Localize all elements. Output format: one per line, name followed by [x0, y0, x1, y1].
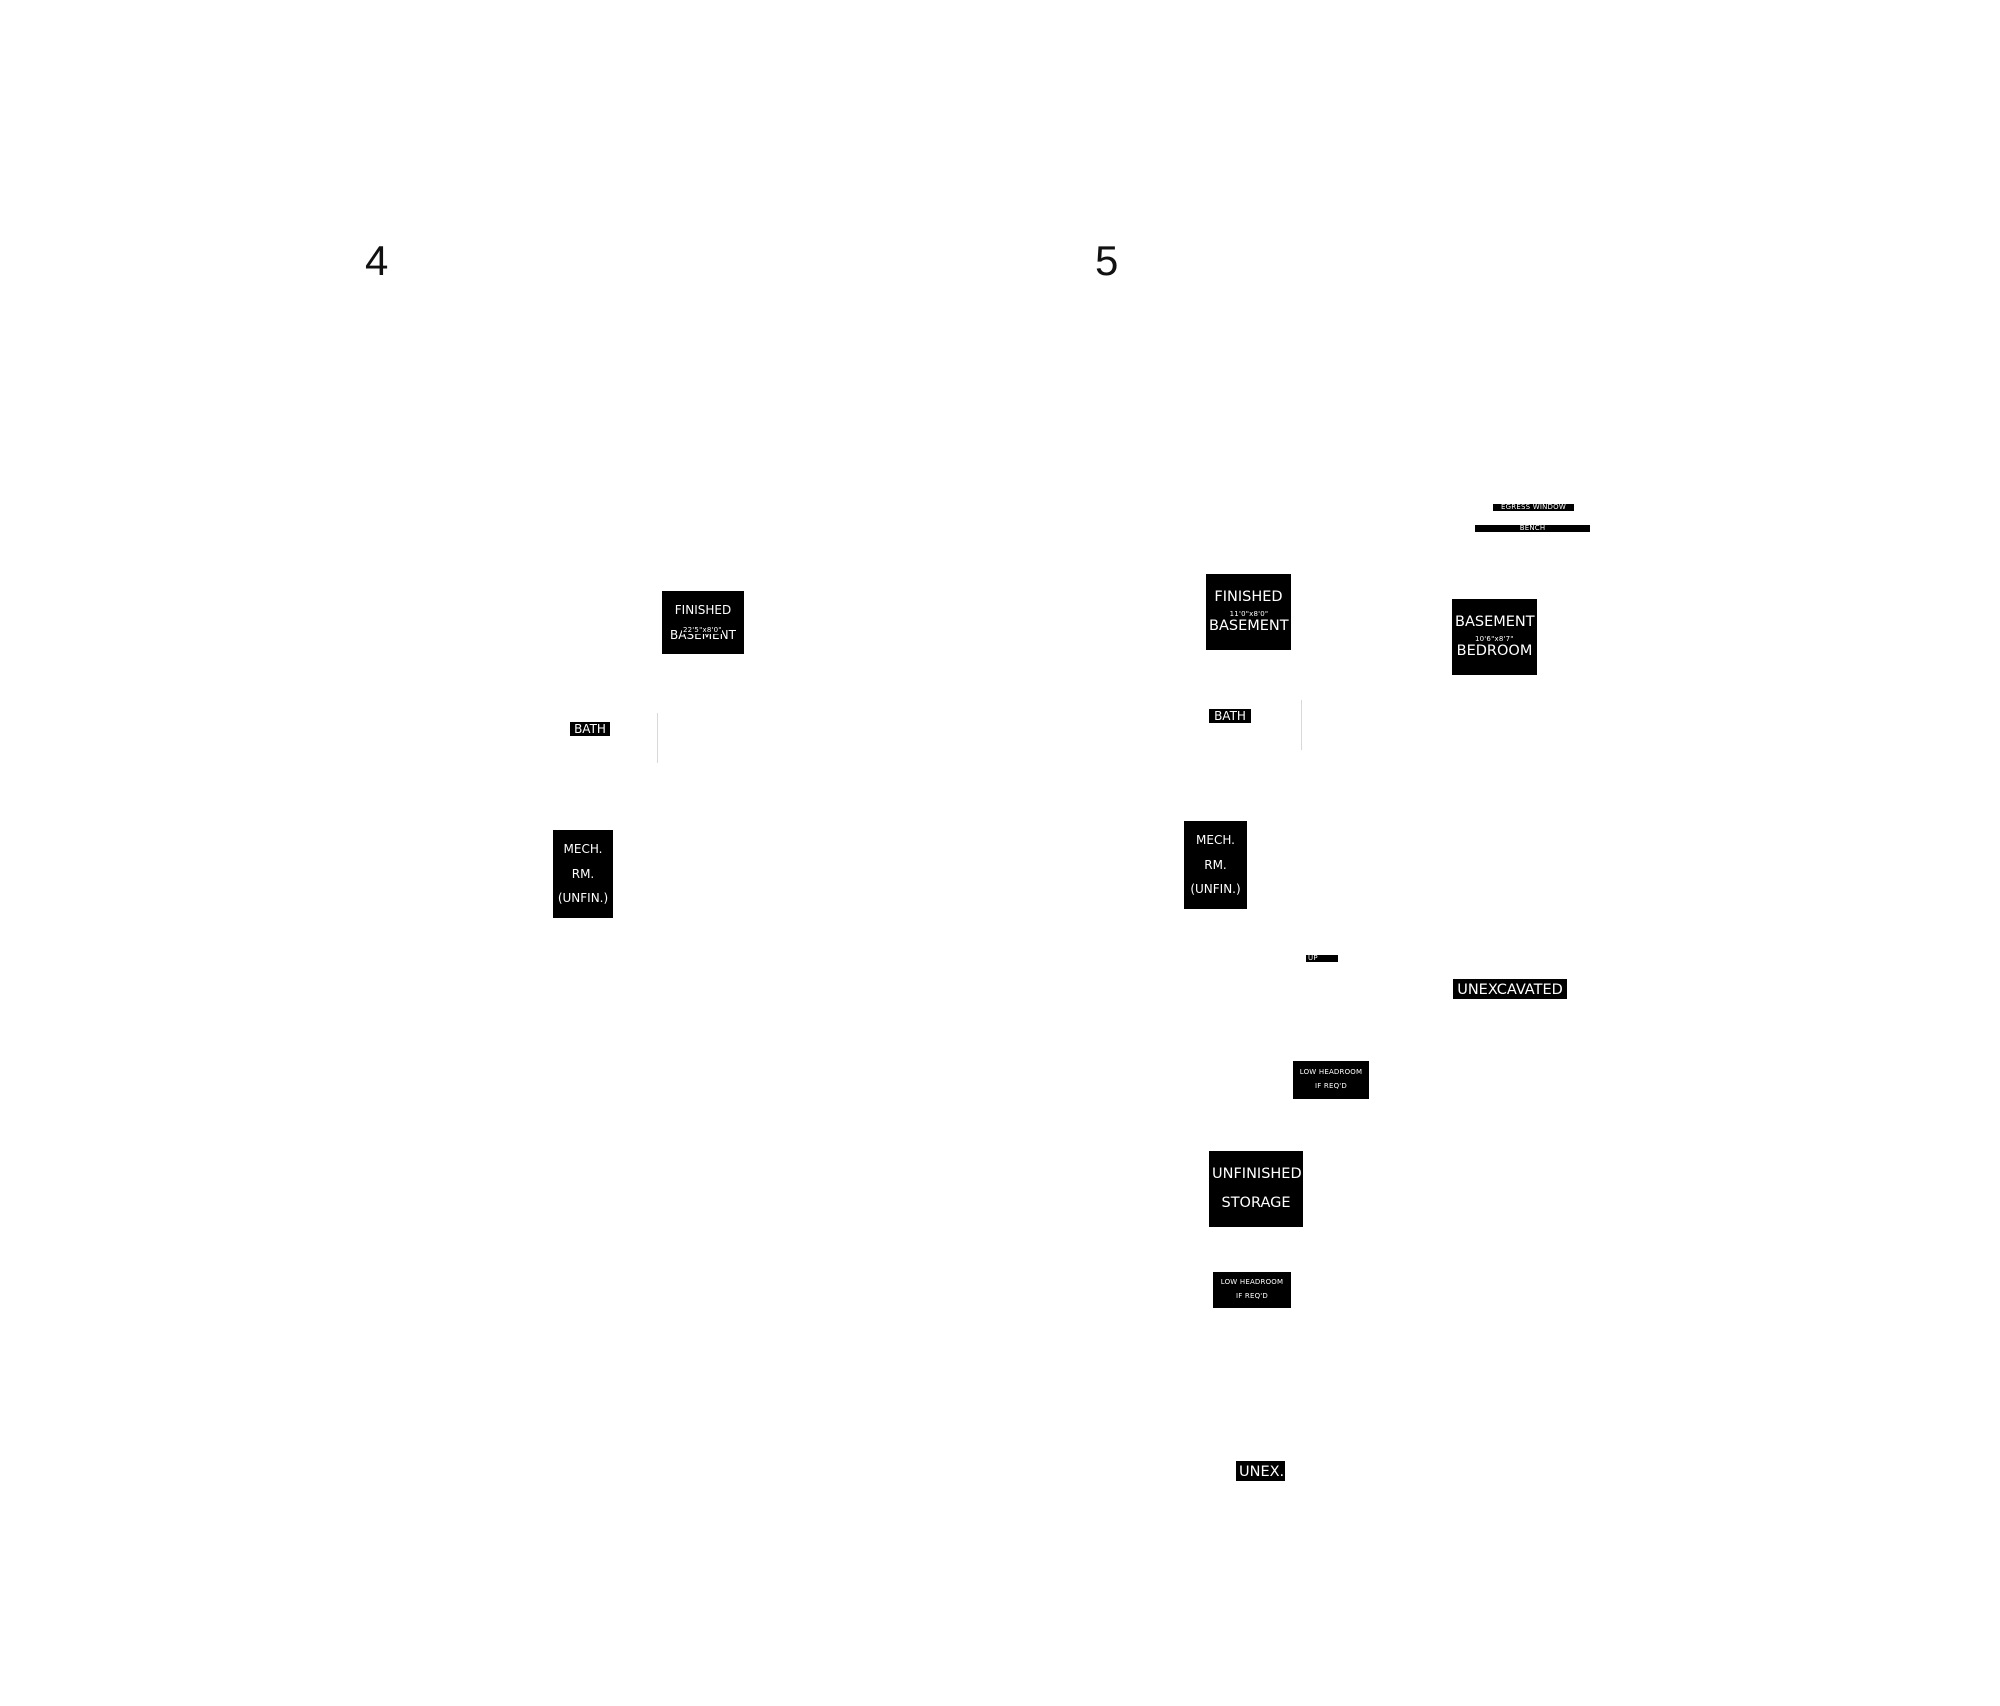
room-name-line: BEDROOM	[1456, 643, 1533, 660]
wall-line	[657, 713, 658, 763]
room-name-line: (UNFIN.)	[1190, 882, 1241, 897]
room-name-line: FINISHED	[1214, 588, 1283, 605]
room-label-bath: BATH	[1209, 709, 1251, 724]
room-name-line: BASEMENT	[1455, 613, 1535, 630]
room-label-basement-bedroom: BASEMENT BEDROOM	[1452, 599, 1537, 675]
room-name-line: UNFINISHED	[1212, 1165, 1302, 1182]
room-label-unex: UNEX.	[1236, 1461, 1285, 1481]
room-label-mech-room: MECH. RM. (UNFIN.)	[1184, 821, 1247, 909]
room-label-finished-basement: FINISHED BASEMENT	[662, 591, 744, 655]
room-name-line: STORAGE	[1221, 1195, 1291, 1212]
note-line: IF REQ'D	[1235, 1292, 1269, 1301]
room-label-unfinished-storage: UNFINISHED STORAGE	[1209, 1151, 1303, 1227]
plan-number-5: 5	[1095, 237, 1119, 284]
wall-line	[1301, 700, 1302, 750]
note-low-headroom: LOW HEADROOM IF REQ'D	[1293, 1061, 1369, 1099]
plan-number-4: 4	[365, 237, 389, 284]
room-label-unexcavated: UNEXCAVATED	[1453, 979, 1567, 999]
room-label-mech-room: MECH. RM. (UNFIN.)	[553, 830, 613, 918]
note-line: LOW HEADROOM	[1220, 1278, 1284, 1287]
room-name-line: RM.	[571, 866, 595, 881]
room-name-line: (UNFIN.)	[557, 891, 609, 906]
room-dimensions-finished-basement: 22'5"x8'0"	[682, 626, 722, 635]
note-line: IF REQ'D	[1314, 1082, 1348, 1091]
stair-label-up: UP	[1306, 954, 1338, 963]
room-name-line: FINISHED	[674, 603, 732, 618]
label-egress-window: EGRESS WINDOW	[1493, 503, 1574, 512]
room-dimensions-finished-basement: 11'0"x8'0"	[1228, 610, 1270, 619]
label-bench: BENCH	[1475, 524, 1590, 533]
note-line: LOW HEADROOM	[1299, 1068, 1363, 1077]
room-label-bath: BATH	[570, 722, 610, 737]
note-low-headroom: LOW HEADROOM IF REQ'D	[1213, 1272, 1291, 1308]
room-name-line: RM.	[1204, 857, 1227, 872]
room-name-line: MECH.	[1196, 833, 1235, 848]
room-name-line: MECH.	[563, 842, 603, 857]
room-dimensions-basement-bedroom: 10'6"x8'7"	[1474, 635, 1514, 644]
room-name-line: BASEMENT	[1209, 618, 1289, 635]
